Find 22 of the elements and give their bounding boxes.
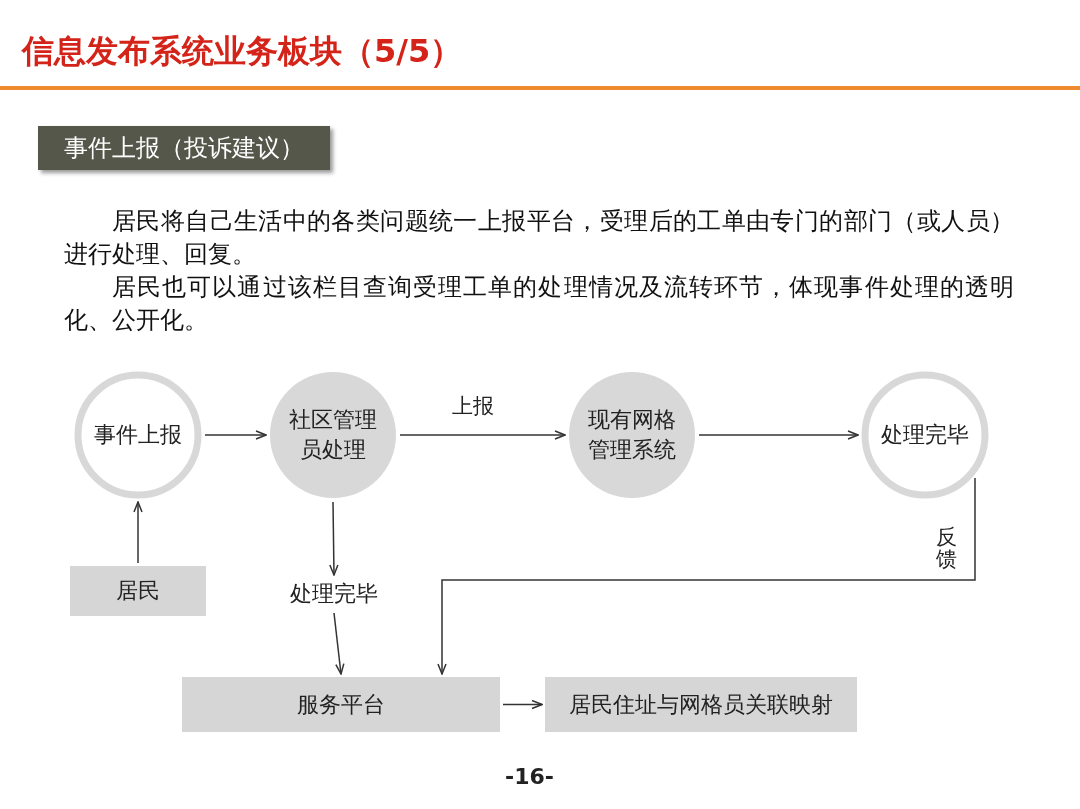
process-circle: 事件上报 — [74, 371, 202, 499]
process-circle: 现有网格管理系统 — [568, 371, 696, 499]
edge-label: 反馈 — [936, 526, 959, 571]
arrow — [502, 699, 543, 710]
section-header-box: 事件上报（投诉建议） — [38, 126, 330, 170]
arrow — [333, 612, 345, 675]
arrow — [204, 430, 267, 440]
process-box: 居民住址与网格员关联映射 — [545, 677, 857, 732]
title-heading: 信息发布系统业务板块（5/5） — [22, 31, 463, 72]
arrow — [329, 501, 339, 576]
paragraph: 居民将自己生活中的各类问题统一上报平台，受理后的工单由专门的部门（或人员）进行处理、回复。 — [64, 206, 1014, 270]
process-box: 居民 — [70, 566, 206, 616]
arrow — [399, 430, 566, 440]
paragraph: 居民也可以通过该栏目查询受理工单的处理情况及流转环节，体现事件处理的透明化、公开化。 — [64, 272, 1014, 336]
process-circle: 处理完毕 — [861, 371, 989, 499]
edge-label: 上报 — [452, 395, 494, 418]
page-number: -16- — [505, 764, 554, 789]
arrow — [133, 501, 143, 564]
process-circle: 社区管理员处理 — [269, 371, 397, 499]
arrow — [437, 477, 976, 675]
process-box: 服务平台 — [182, 677, 500, 732]
arrow — [698, 430, 859, 440]
